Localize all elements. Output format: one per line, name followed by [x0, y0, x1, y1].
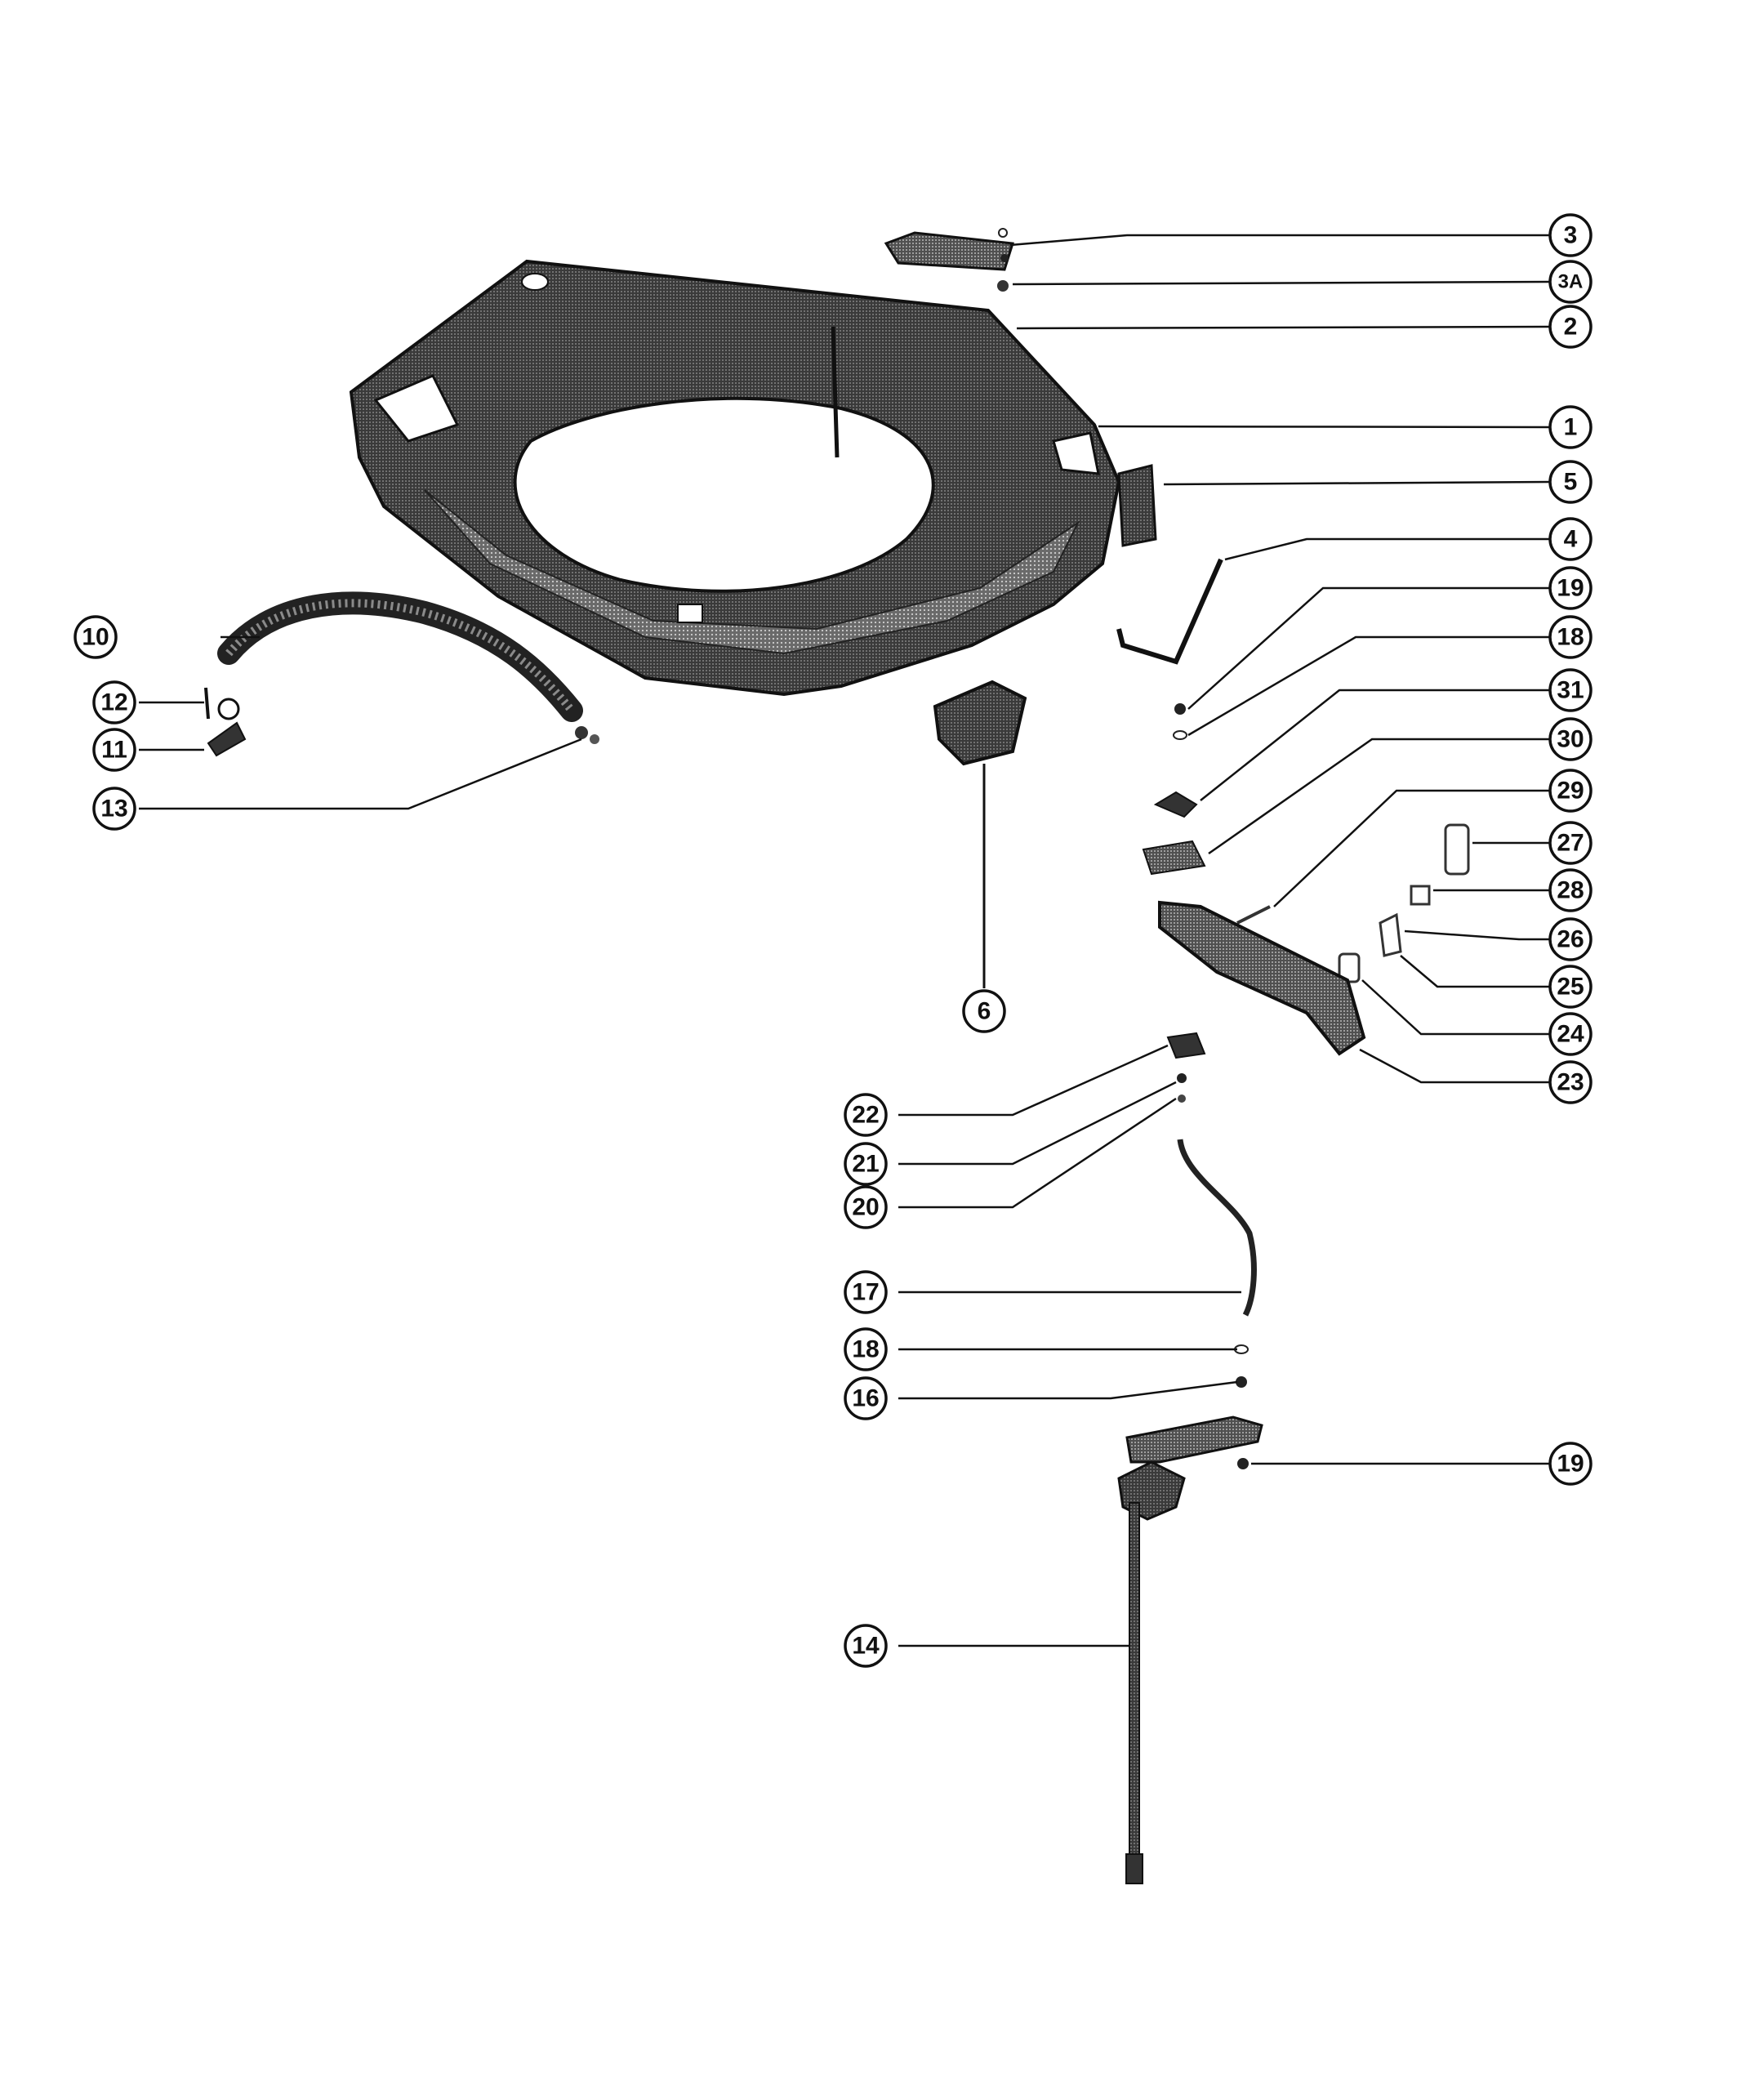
- callout-26: 26: [1548, 917, 1592, 961]
- svg-text:31: 31: [1557, 677, 1584, 704]
- callout-1: 1: [1548, 405, 1592, 449]
- part-4-rod: [1116, 558, 1223, 665]
- callout-18-upper: 18: [1548, 615, 1592, 659]
- svg-text:29: 29: [1557, 778, 1584, 805]
- part-25-bracket: [1379, 912, 1402, 957]
- svg-text:18: 18: [1557, 624, 1584, 651]
- callout-20: 20: [844, 1185, 888, 1229]
- part-21-washer: [1177, 1073, 1187, 1083]
- callout-11: 11: [92, 728, 136, 772]
- svg-text:1: 1: [1564, 414, 1578, 441]
- part-11-clip: [204, 687, 247, 757]
- callout-4: 4: [1548, 517, 1592, 561]
- svg-text:16: 16: [852, 1385, 879, 1412]
- callout-3: 3: [1548, 213, 1592, 257]
- callout-22: 22: [844, 1093, 888, 1137]
- callout-31: 31: [1548, 668, 1592, 712]
- callout-28: 28: [1548, 868, 1592, 912]
- part-19-nut-lower: [1237, 1458, 1249, 1469]
- callout-5: 5: [1548, 460, 1592, 504]
- callout-24: 24: [1548, 1012, 1592, 1056]
- callout-27: 27: [1548, 821, 1592, 865]
- svg-text:27: 27: [1557, 830, 1584, 857]
- part-19-nut-upper: [1174, 703, 1186, 715]
- callout-18-lower: 18: [844, 1327, 888, 1371]
- callout-17: 17: [844, 1270, 888, 1314]
- part-30-plate: [1142, 840, 1206, 876]
- callout-16: 16: [844, 1376, 888, 1420]
- svg-text:10: 10: [82, 624, 109, 651]
- svg-text:2: 2: [1564, 314, 1578, 341]
- part-18-washer-upper: [1173, 730, 1187, 740]
- svg-text:20: 20: [852, 1194, 879, 1221]
- part-16-nut: [1236, 1376, 1247, 1388]
- svg-text:24: 24: [1557, 1021, 1584, 1048]
- svg-text:22: 22: [852, 1102, 879, 1129]
- svg-text:13: 13: [100, 796, 127, 823]
- svg-text:12: 12: [100, 689, 127, 716]
- svg-text:4: 4: [1564, 526, 1578, 553]
- part-31-link: [1153, 791, 1198, 818]
- callout-6: 6: [962, 989, 1006, 1033]
- svg-text:11: 11: [101, 737, 127, 764]
- part-28-insert: [1410, 885, 1431, 906]
- part-2-plate: [884, 231, 1014, 271]
- part-14-shaft: [1117, 1415, 1263, 1884]
- callout-13: 13: [92, 787, 136, 831]
- svg-text:5: 5: [1564, 469, 1578, 496]
- svg-text:23: 23: [1557, 1069, 1584, 1096]
- part-23-arm: [1158, 900, 1366, 1056]
- callout-19-upper: 19: [1548, 566, 1592, 610]
- leader-lines: [139, 234, 1551, 1647]
- svg-text:25: 25: [1557, 974, 1584, 1001]
- callout-29: 29: [1548, 769, 1592, 813]
- part-6-block: [933, 680, 1027, 988]
- part-10-hose: [217, 591, 583, 722]
- callout-10: 10: [74, 615, 118, 659]
- part-29-pin: [1236, 905, 1271, 925]
- part-17-cable: [1177, 1139, 1257, 1317]
- callout-3a: 3A: [1548, 260, 1592, 304]
- svg-text:3A: 3A: [1558, 271, 1584, 293]
- part-13-fitting: [575, 726, 599, 744]
- svg-text:21: 21: [852, 1151, 879, 1178]
- callout-19-lower: 19: [1548, 1442, 1592, 1486]
- svg-text:17: 17: [852, 1279, 879, 1306]
- part-20-washer: [1178, 1094, 1186, 1103]
- svg-text:14: 14: [852, 1633, 880, 1660]
- callout-12: 12: [92, 680, 136, 724]
- svg-text:19: 19: [1557, 1451, 1584, 1478]
- callout-2: 2: [1548, 305, 1592, 349]
- part-3-screw: [997, 228, 1009, 292]
- part-27-knob: [1444, 823, 1470, 876]
- svg-text:28: 28: [1557, 877, 1584, 904]
- part-5-bracket: [1117, 464, 1157, 547]
- svg-text:30: 30: [1557, 726, 1584, 753]
- part-22-fitting: [1166, 1032, 1206, 1059]
- svg-text:3: 3: [1564, 222, 1578, 249]
- part-1-motor-cover: [349, 259, 1121, 697]
- svg-text:26: 26: [1557, 926, 1584, 953]
- svg-text:18: 18: [852, 1336, 879, 1363]
- callout-14: 14: [844, 1624, 888, 1668]
- callout-21: 21: [844, 1142, 888, 1186]
- svg-text:6: 6: [978, 998, 991, 1025]
- callout-25: 25: [1548, 965, 1592, 1009]
- svg-text:19: 19: [1557, 575, 1584, 602]
- callout-30: 30: [1548, 717, 1592, 761]
- callout-23: 23: [1548, 1060, 1592, 1104]
